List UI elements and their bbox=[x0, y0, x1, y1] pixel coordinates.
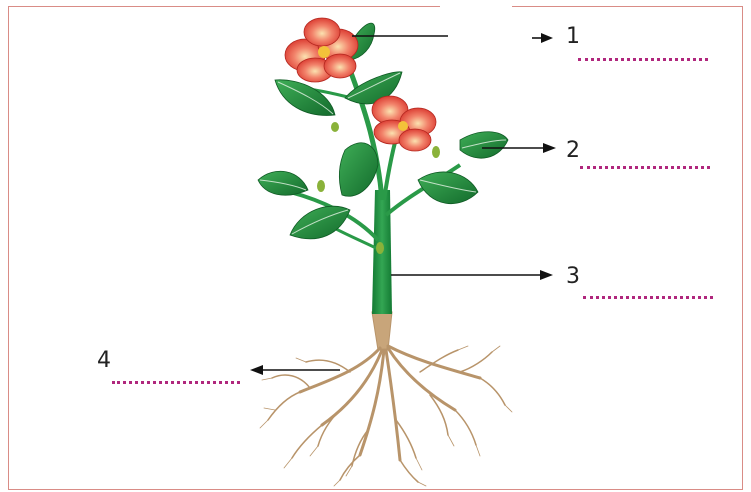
label-number-3: 3 bbox=[566, 266, 580, 288]
answer-blank-1[interactable] bbox=[578, 58, 708, 61]
flower-top bbox=[285, 18, 358, 82]
roots bbox=[260, 312, 512, 486]
answer-blank-2[interactable] bbox=[580, 166, 710, 169]
answer-blank-4[interactable] bbox=[112, 381, 240, 384]
arrow-left-icon bbox=[250, 365, 263, 375]
label-number-2: 2 bbox=[566, 140, 580, 162]
arrow-right-icon bbox=[543, 143, 556, 153]
answer-blank-3[interactable] bbox=[583, 296, 713, 299]
label-number-1: 1 bbox=[566, 26, 580, 48]
arrow-1 bbox=[352, 36, 545, 38]
label-number-4: 4 bbox=[97, 350, 111, 372]
flower-lower bbox=[372, 96, 436, 151]
arrow-right-icon bbox=[541, 33, 553, 43]
arrow-right-icon bbox=[540, 270, 553, 280]
